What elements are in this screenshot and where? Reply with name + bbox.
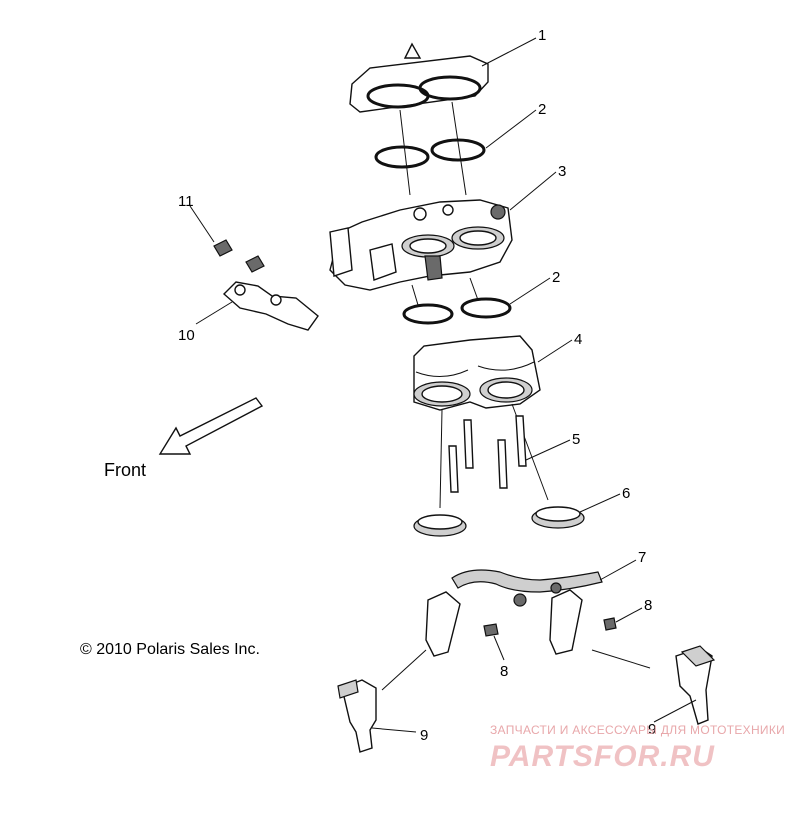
callout-leaders xyxy=(189,37,697,733)
copyright-text: © 2010 Polaris Sales Inc. xyxy=(80,641,260,658)
front-label: Front xyxy=(104,460,146,480)
part-6-clamps xyxy=(413,506,585,537)
callout-4: 4 xyxy=(574,331,582,348)
callout-2-upper: 2 xyxy=(538,101,546,118)
part-9-injector-right xyxy=(675,645,716,725)
part-3-throttle-body xyxy=(329,199,513,306)
watermark-logo-text: PARTSFOR.RU xyxy=(490,740,715,773)
part-7-fuel-rail xyxy=(381,569,651,691)
part-10-bracket xyxy=(222,281,319,331)
callout-2-lower: 2 xyxy=(552,269,560,286)
callout-5: 5 xyxy=(572,431,580,448)
callout-8-left: 8 xyxy=(500,663,508,680)
callout-8-right: 8 xyxy=(644,597,652,614)
callout-1: 1 xyxy=(538,27,546,44)
callout-7: 7 xyxy=(638,549,646,566)
callout-11: 11 xyxy=(178,193,194,210)
part-4-intake-boots xyxy=(413,335,549,509)
part-9-injector-left xyxy=(337,679,377,753)
watermark-tagline: ЗАПЧАСТИ И АКСЕССУАРЫ ДЛЯ МОТОТЕХНИКИ xyxy=(490,723,785,737)
callout-10: 10 xyxy=(178,327,195,344)
callout-6: 6 xyxy=(622,485,630,502)
part-11-nuts xyxy=(213,239,265,273)
part-1-top-plate xyxy=(349,42,489,196)
part-5-bolts xyxy=(448,415,527,493)
callout-9-right: 9 xyxy=(648,721,656,738)
front-direction-arrow xyxy=(158,397,264,455)
part-2-gasket-lower xyxy=(402,297,512,325)
callout-3: 3 xyxy=(558,163,566,180)
part-8-screws xyxy=(483,617,617,637)
callout-9-left: 9 xyxy=(420,727,428,744)
part-2-gasket-upper xyxy=(374,138,486,169)
